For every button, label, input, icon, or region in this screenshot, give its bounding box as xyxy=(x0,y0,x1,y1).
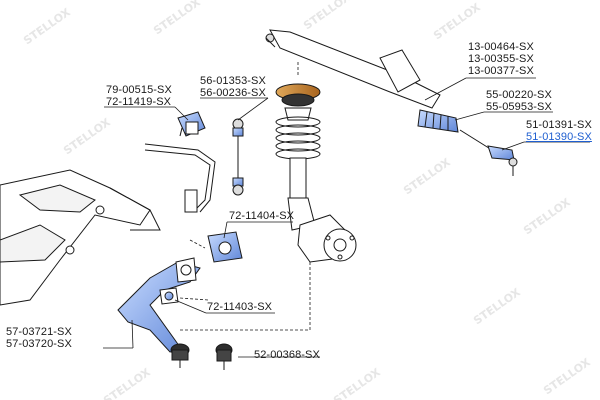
leader-lines xyxy=(103,77,590,358)
tie-rod-end-part xyxy=(459,129,518,176)
tie-rod-end-code-2[interactable]: 51-01390-SX xyxy=(526,131,592,143)
steering-rack-code-2[interactable]: 13-00355-SX xyxy=(468,53,534,65)
stabilizer-bar xyxy=(144,143,216,213)
control-arm-part xyxy=(117,257,201,353)
control-arm-code-2[interactable]: 57-03720-SX xyxy=(6,338,72,350)
strut-assembly xyxy=(275,83,321,231)
boot-code-1[interactable]: 55-00220-SX xyxy=(486,89,552,101)
wheel-hub xyxy=(297,214,357,263)
ball-joint-spare xyxy=(215,343,233,370)
stab-link-code-2[interactable]: 56-00236-SX xyxy=(200,87,266,99)
rack-boot-part xyxy=(417,109,459,133)
stab-bushing-code-1[interactable]: 79-00515-SX xyxy=(106,84,172,96)
control-arm-code-1[interactable]: 57-03721-SX xyxy=(6,326,72,338)
stab-bushing-code-2[interactable]: 72-11419-SX xyxy=(106,96,172,108)
subframe xyxy=(0,169,161,306)
steering-rack-code-1[interactable]: 13-00464-SX xyxy=(468,41,534,53)
connection-lines xyxy=(179,62,311,331)
rear-bushing-part xyxy=(207,231,243,263)
steering-rack-code-3[interactable]: 13-00377-SX xyxy=(468,65,534,77)
front-bushing-code[interactable]: 72-11403-SX xyxy=(207,301,273,313)
stab-link-part xyxy=(232,118,244,196)
ball-joint-part xyxy=(170,343,190,368)
rear-bushing-code[interactable]: 72-11404-SX xyxy=(229,210,295,222)
stab-link-code-1[interactable]: 56-01353-SX xyxy=(200,75,266,87)
boot-code-2[interactable]: 55-05953-SX xyxy=(486,101,552,113)
tie-rod-end-code-1[interactable]: 51-01391-SX xyxy=(526,119,592,131)
steering-rack-part xyxy=(265,29,441,109)
stab-bushing-part xyxy=(177,111,206,137)
ball-joint-code[interactable]: 52-00368-SX xyxy=(254,349,320,361)
